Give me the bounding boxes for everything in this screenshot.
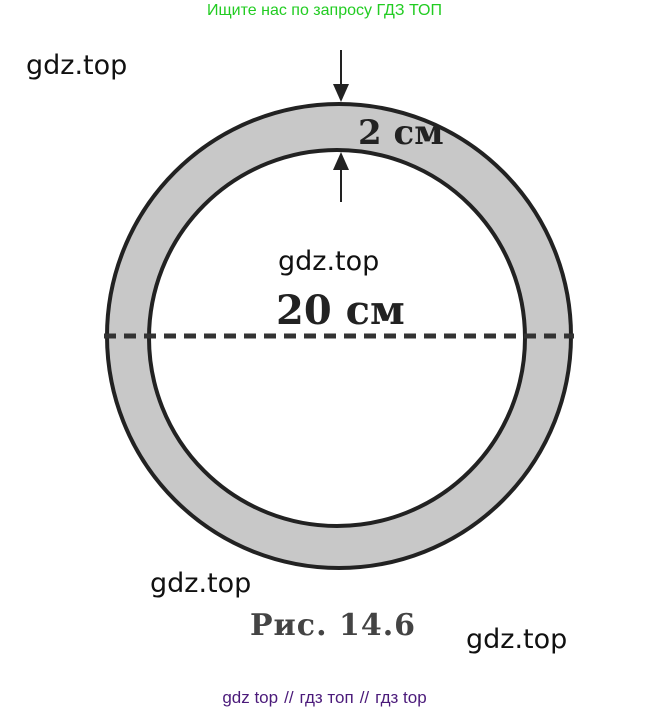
figure-caption: Рис. 14.6 [250, 608, 417, 643]
bottom-arrow [333, 152, 349, 202]
footer-link[interactable]: гдз top [375, 688, 427, 707]
footer-separator: // [359, 688, 370, 707]
ring-width-label: 2 см [358, 113, 444, 153]
watermark: gdz.top [150, 568, 252, 599]
diameter-label: 20 см [276, 287, 405, 334]
search-hint-link[interactable]: Ищите нас по запросу ГДЗ ТОП [207, 2, 442, 19]
footer-link[interactable]: gdz top [222, 688, 279, 707]
watermark: gdz.top [278, 246, 380, 277]
footer-separator: // [284, 688, 294, 707]
top-arrow [333, 50, 349, 102]
watermark: gdz.top [466, 624, 568, 655]
footer-links: gdz top // гдз топ // гдз top [0, 688, 649, 708]
footer-link[interactable]: гдз топ [299, 688, 354, 707]
watermark: gdz.top [26, 50, 128, 81]
